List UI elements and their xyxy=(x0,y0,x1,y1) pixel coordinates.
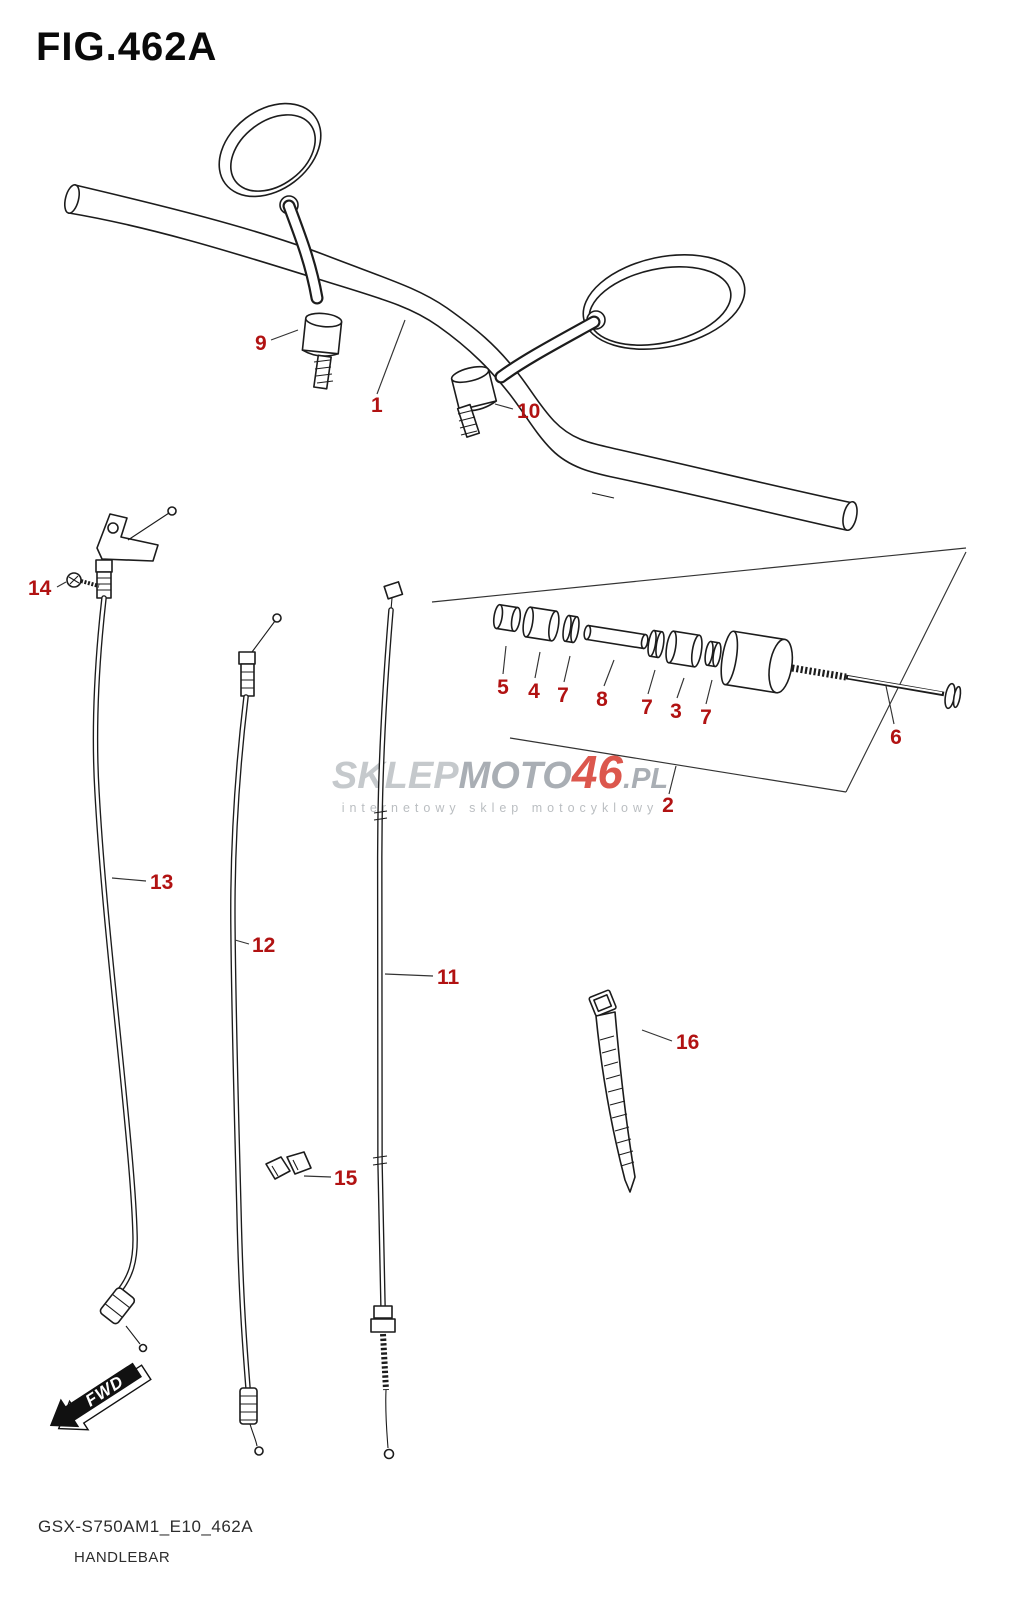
mirror-left-stud xyxy=(313,354,334,390)
label-part-5: 5 xyxy=(497,676,509,699)
bush-4 xyxy=(522,606,560,642)
mirror-left-housing xyxy=(218,102,322,198)
cable-11 xyxy=(370,581,404,1460)
footer: GSX-S750AM1_E10_462A HANDLEBAR xyxy=(38,1517,253,1566)
label-part-12: 12 xyxy=(252,934,275,957)
label-part-7a: 7 xyxy=(557,684,569,707)
leader-lines xyxy=(56,319,895,1178)
cable-sheath-joints xyxy=(372,810,388,1166)
mirror-left xyxy=(218,102,343,390)
bar-end-assembly xyxy=(492,603,962,710)
fwd-arrow-body xyxy=(49,1362,142,1428)
label-part-15: 15 xyxy=(334,1167,358,1190)
cable-tie-serrations xyxy=(599,1035,635,1167)
handlebar-right-end-opening xyxy=(842,500,858,532)
label-part-6: 6 xyxy=(890,726,902,749)
watermark-subtitle: internetowy sklep motocyklowy xyxy=(342,801,659,815)
watermark-mid: MOTO xyxy=(459,755,572,797)
mirror-left-glass-rim xyxy=(230,114,316,192)
label-part-4: 4 xyxy=(528,680,540,703)
rod-8 xyxy=(583,624,649,650)
handlebar-mark xyxy=(591,492,615,499)
cable-clamp-15 xyxy=(265,1151,312,1180)
cable-12-end-boot xyxy=(239,1387,258,1425)
footer-code: GSX-S750AM1_E10_462A xyxy=(38,1517,253,1536)
cable-nipple xyxy=(254,1446,264,1456)
bar-end-bolt xyxy=(791,664,962,710)
label-part-7c: 7 xyxy=(700,706,712,729)
label-part-8: 8 xyxy=(596,688,608,711)
washer-7c xyxy=(704,640,722,668)
bar-end-weight xyxy=(720,630,794,694)
cable-13 xyxy=(95,506,177,1353)
bush-3 xyxy=(665,630,703,668)
label-part-10: 10 xyxy=(517,400,540,423)
handlebar-left-end-cap xyxy=(63,184,81,214)
label-part-2: 2 xyxy=(662,794,674,817)
screw-14 xyxy=(66,572,100,588)
mirror-right-housing xyxy=(582,253,746,351)
label-part-9: 9 xyxy=(255,332,267,355)
part-labels: 1 9 10 5 4 7 8 7 3 7 6 2 13 12 11 14 15 … xyxy=(28,332,902,1190)
mirror-right-base xyxy=(450,365,498,412)
spacer-nut-5 xyxy=(492,603,522,633)
label-part-3: 3 xyxy=(670,700,682,723)
cable-12 xyxy=(233,613,282,1456)
washer-7b xyxy=(647,629,665,659)
cable-adjuster-nut xyxy=(370,1318,396,1333)
watermark-suffix: .PL xyxy=(623,763,668,795)
handlebar-tube xyxy=(63,184,858,532)
footer-name: HANDLEBAR xyxy=(74,1549,170,1566)
label-part-7b: 7 xyxy=(641,696,653,719)
watermark-text: SKLEPMOTO46.PL xyxy=(332,746,668,798)
washer-7a xyxy=(562,614,580,644)
watermark-pre: SKLEP xyxy=(332,755,459,797)
cable-nipple xyxy=(272,613,282,623)
cable-bracket xyxy=(96,513,159,562)
label-part-13: 13 xyxy=(150,871,173,894)
watermark-num: 46 xyxy=(571,746,624,798)
fwd-arrow-shadow xyxy=(57,1364,152,1431)
fwd-arrow: FWD xyxy=(49,1362,152,1431)
label-part-14: 14 xyxy=(28,577,52,600)
cable-tie-16 xyxy=(588,989,636,1193)
exploded-view-lines xyxy=(431,547,967,793)
label-part-1: 1 xyxy=(371,394,383,417)
figure-title: FIG.462A xyxy=(36,25,217,69)
cable-13-end-barrel xyxy=(99,1287,136,1325)
mirror-right xyxy=(450,253,746,438)
fwd-arrow-label: FWD xyxy=(82,1372,127,1411)
mirror-right-stud xyxy=(456,403,481,438)
label-part-11: 11 xyxy=(437,966,460,989)
cable-nipple xyxy=(167,506,177,516)
label-part-16: 16 xyxy=(676,1031,699,1054)
cable-nipple xyxy=(383,1448,395,1460)
mirror-left-base xyxy=(301,312,343,357)
watermark: SKLEPMOTO46.PL internetowy sklep motocyk… xyxy=(332,746,668,815)
